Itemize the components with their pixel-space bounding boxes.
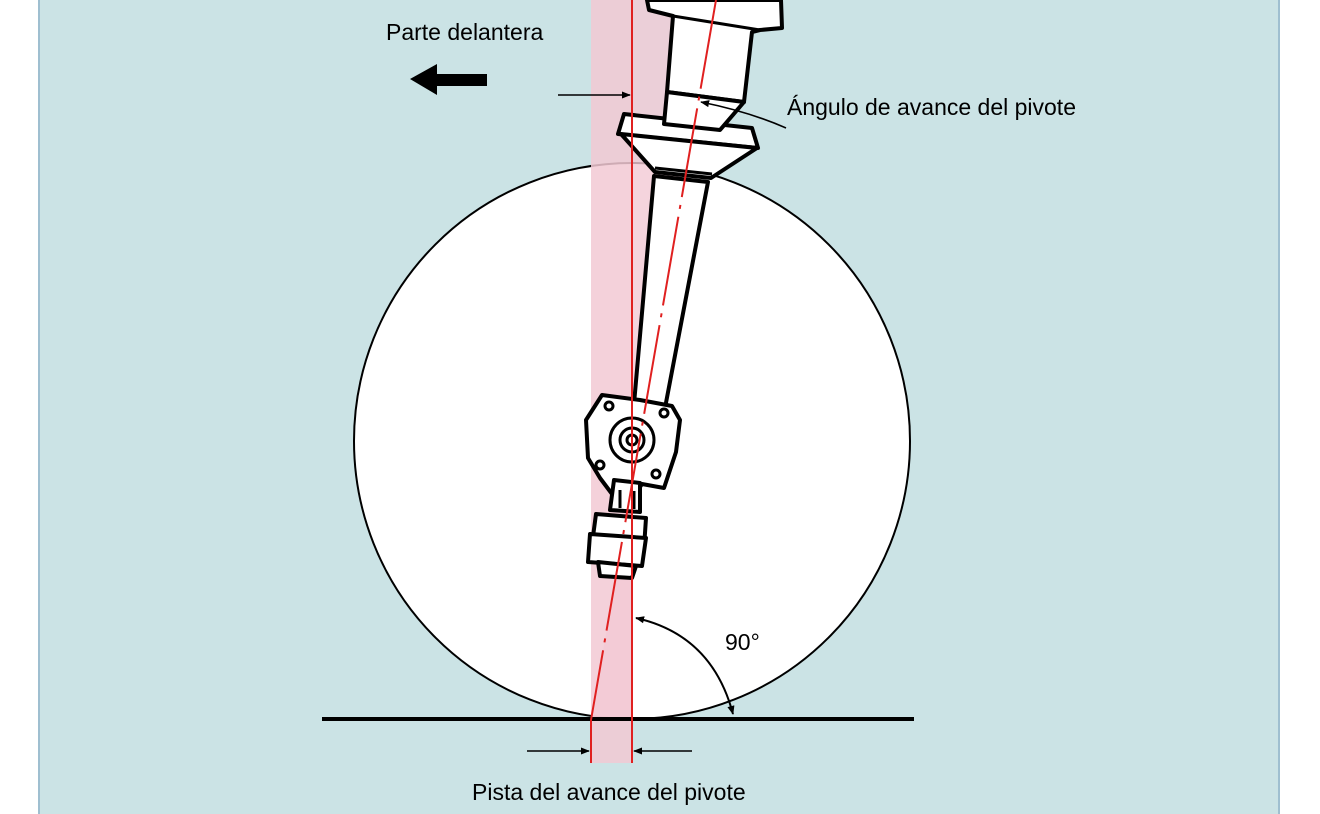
arrow-left-icon: [410, 64, 487, 95]
steering-axis-line: [590, 0, 717, 721]
caster-angle-label: Ángulo de avance del pivote: [787, 94, 1076, 120]
right-angle-arc: [635, 616, 735, 715]
caster-angle-arc: [700, 100, 787, 129]
strut-assembly: [584, 0, 784, 580]
right-angle-label: 90°: [725, 629, 760, 655]
front-label: Parte delantera: [386, 19, 543, 45]
caster-trail-label: Pista del avance del pivote: [472, 779, 746, 805]
